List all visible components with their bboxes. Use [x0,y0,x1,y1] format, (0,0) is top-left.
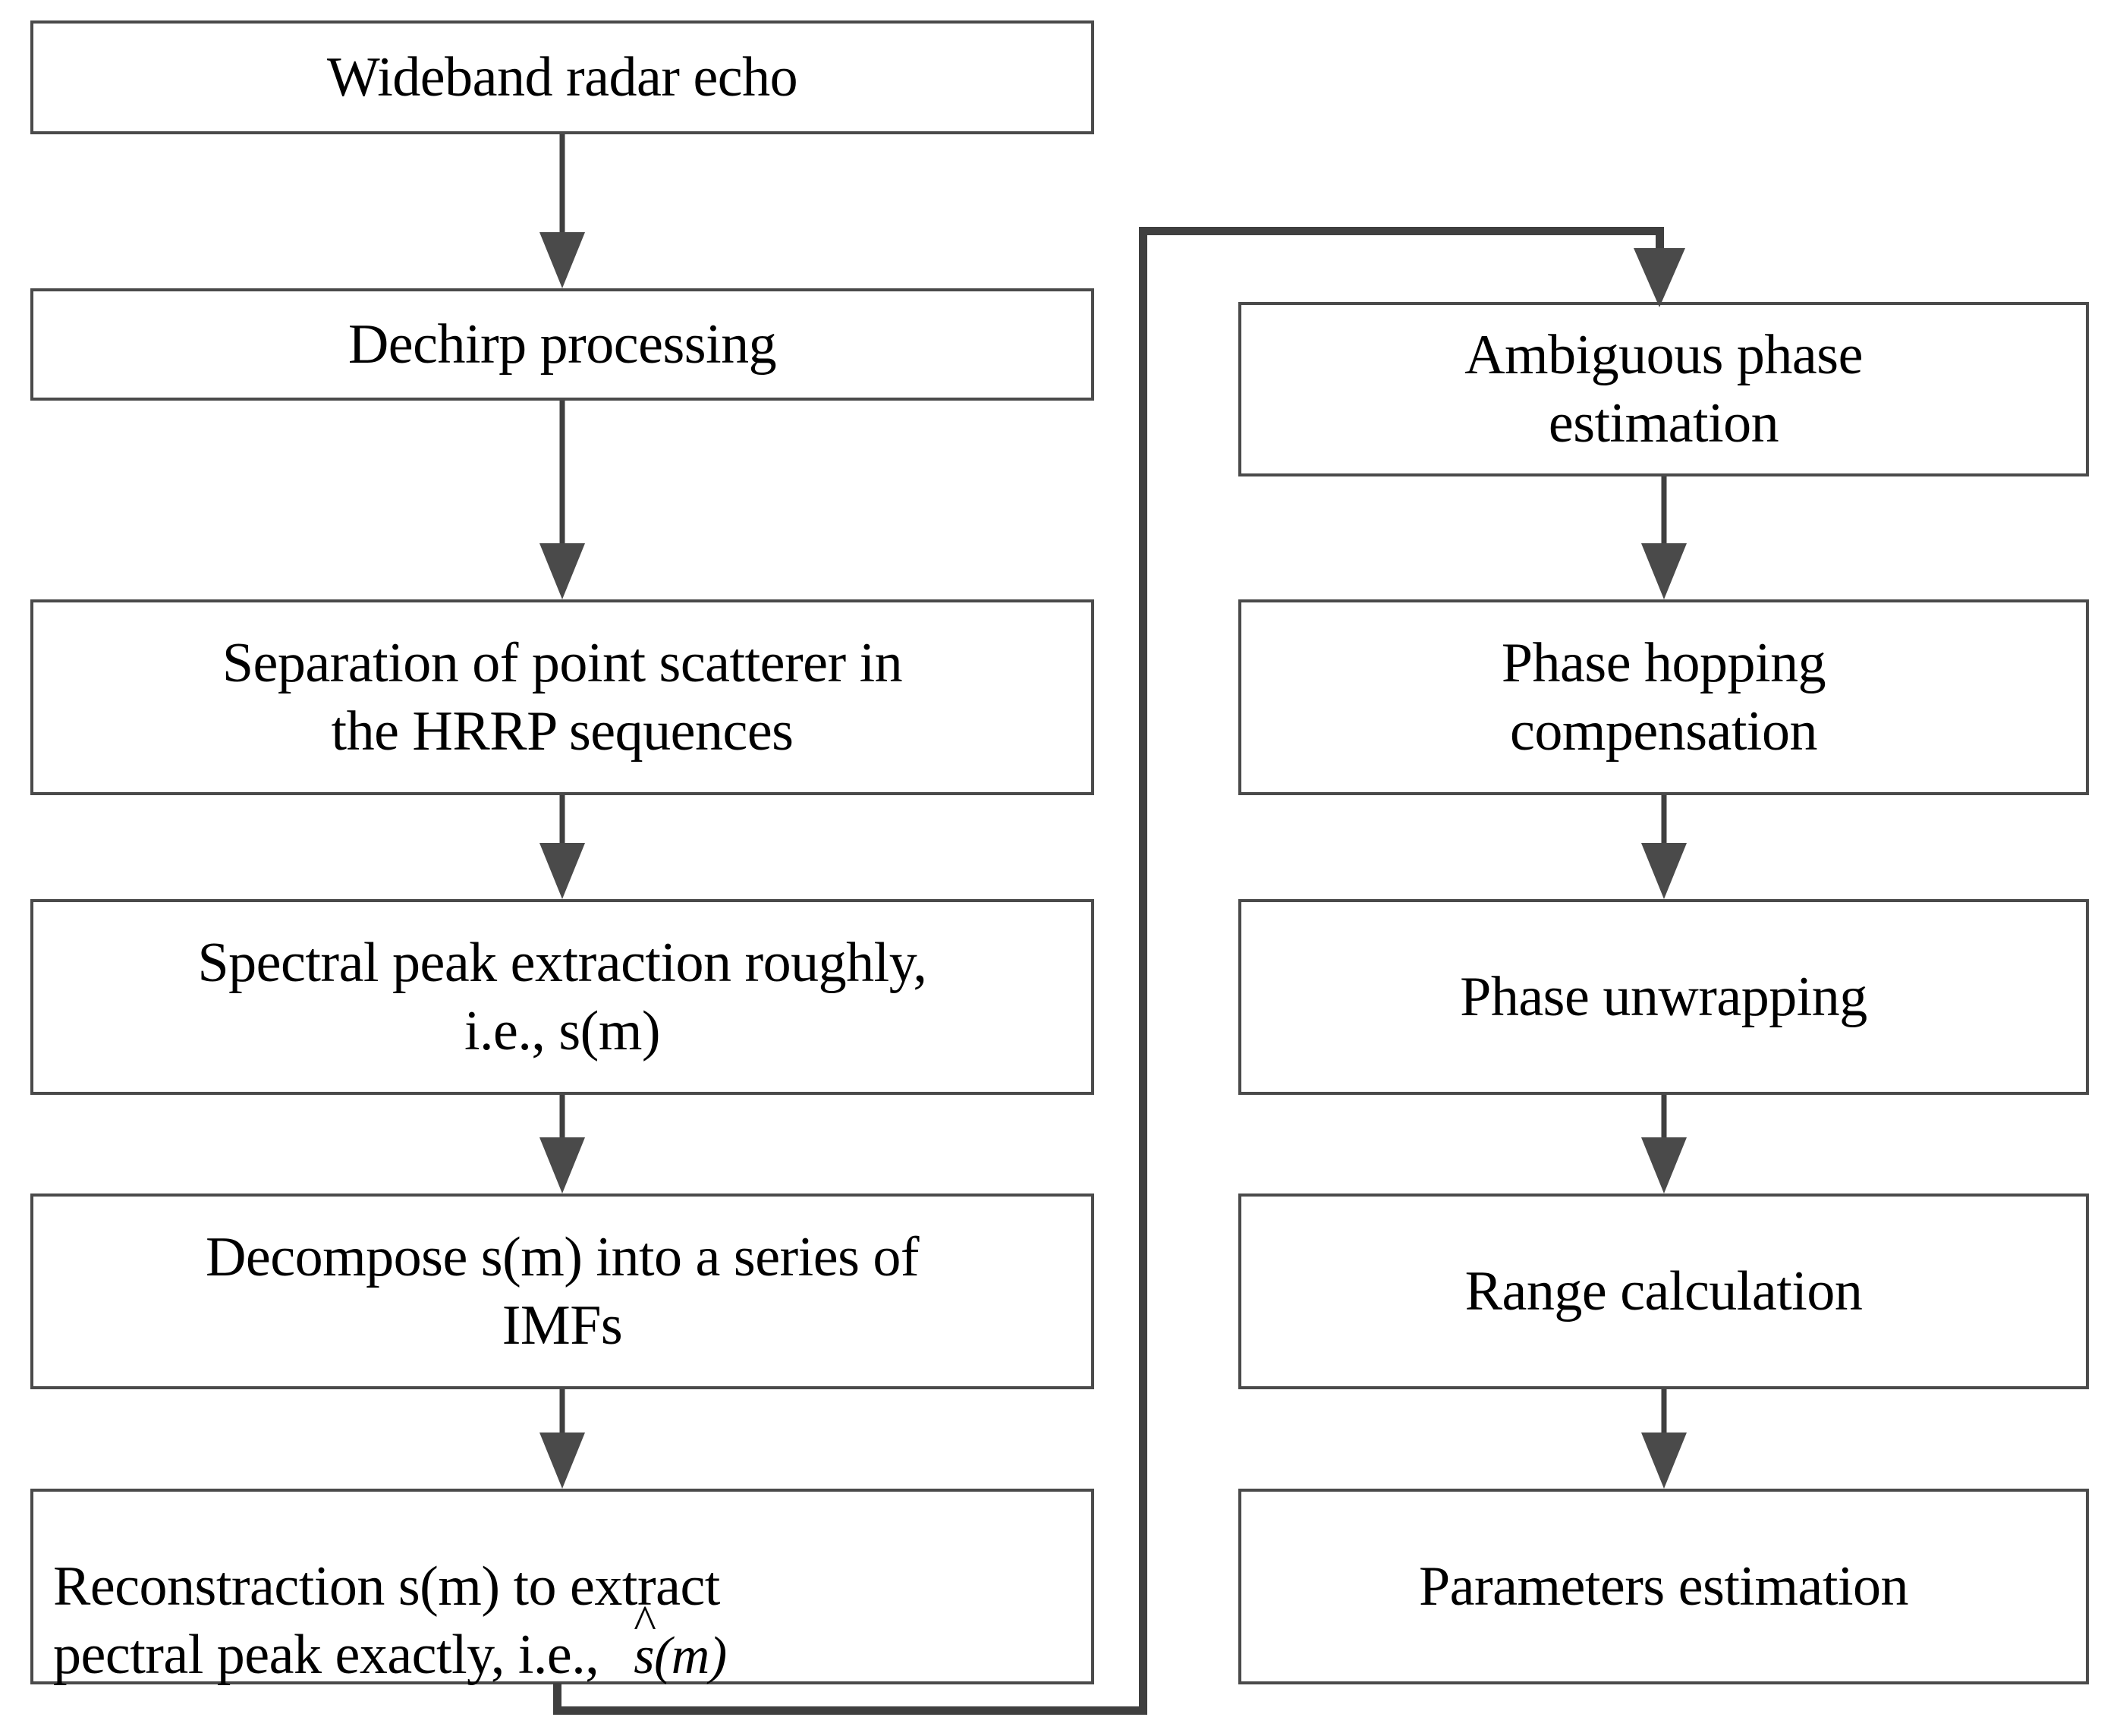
node-reconstruction-spectral-peak[interactable]: Reconstraction s(m) to extract pectral p… [30,1489,1094,1686]
arrow-dechirp-to-separation [539,401,585,599]
arrow-hopping-to-unwrapping [1641,795,1687,899]
math-base: s [634,1627,654,1686]
node-label: Spectral peak extraction roughly, i.e., … [197,931,927,1062]
math-args: (m) [654,1627,727,1686]
bridge-segment-down [553,1683,561,1715]
arrow-decompose-to-reconstruction [539,1389,585,1489]
arrow-ambiguous-to-hopping [1641,476,1687,599]
node-decompose-imfs[interactable]: Decompose s(m) into a series of IMFs [30,1194,1094,1389]
node-label: Dechirp processing [348,313,777,376]
node-ambiguous-phase-estimation[interactable]: Ambiguous phase estimation [1238,302,2089,476]
node-label: Parameters estimation [1418,1555,1909,1618]
arrow-separation-to-spectral [539,795,585,899]
bridge-arrowhead-icon [1634,248,1685,307]
node-label: Wideband radar echo [326,46,798,108]
node-label: Phase unwrapping [1460,965,1867,1028]
bridge-segment-bottom [553,1706,1147,1715]
arrow-unwrapping-to-range [1641,1095,1687,1194]
bridge-segment-enter [1656,227,1664,253]
node-label: Decompose s(m) into a series of IMFs [205,1225,920,1357]
math-s-hat-of-m: ^s(m) [599,1599,727,1686]
node-separation-point-scatterer[interactable]: Separation of point scatterer in the HRR… [30,599,1094,795]
node-phase-hopping-compensation[interactable]: Phase hopping compensation [1238,599,2089,795]
node-label: Range calculation [1464,1260,1863,1322]
node-label: Phase hopping compensation [1501,631,1826,763]
node-label-text: Reconstraction s(m) to extract pectral p… [53,1555,720,1687]
node-dechirp-processing[interactable]: Dechirp processing [30,288,1094,401]
arrow-echo-to-dechirp [539,134,585,288]
node-wideband-radar-echo[interactable]: Wideband radar echo [30,20,1094,134]
bridge-segment-up [1139,227,1147,1715]
arrow-spectral-to-decompose [539,1095,585,1194]
node-label: Ambiguous phase estimation [1464,323,1863,454]
arrow-range-to-parameters [1641,1389,1687,1489]
node-label: Reconstraction s(m) to extract pectral p… [33,1484,1091,1690]
node-parameters-estimation[interactable]: Parameters estimation [1238,1489,2089,1684]
node-phase-unwrapping[interactable]: Phase unwrapping [1238,899,2089,1095]
node-spectral-peak-extraction[interactable]: Spectral peak extraction roughly, i.e., … [30,899,1094,1095]
node-label: Separation of point scatterer in the HRR… [222,631,903,763]
bridge-segment-top [1139,227,1664,235]
hat-accent: ^ [634,1596,656,1650]
node-range-calculation[interactable]: Range calculation [1238,1194,2089,1389]
